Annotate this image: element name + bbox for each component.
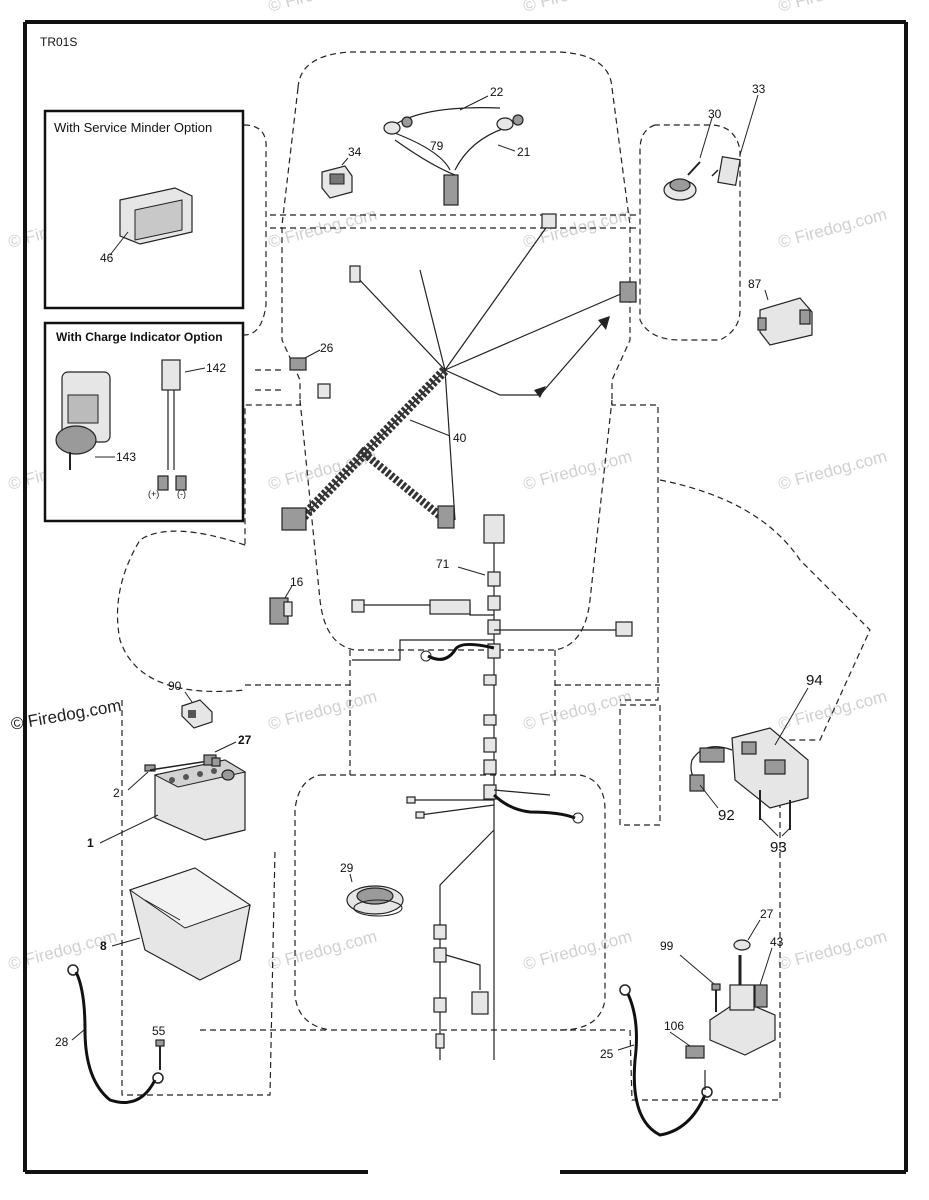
battery-tray-8 [128,867,252,981]
bolt-55 [155,1039,165,1070]
diagram-border [23,20,908,1174]
part-33 [711,155,741,187]
bolt-99 [711,983,721,1012]
charge-indicator-title: With Charge Indicator Option [56,330,223,344]
relay-16 [269,597,293,625]
part-label-28: 28 [55,1035,69,1049]
part-label-8: 8 [100,939,107,953]
part-label-26: 26 [320,341,334,355]
service-minder-title: With Service Minder Option [54,120,212,135]
part-label-142: 142 [206,361,226,375]
charge-indicator-gauge [55,371,111,470]
part-label-30: 30 [708,107,722,121]
part-label-16: 16 [290,575,304,589]
part-label-25: 25 [600,1047,614,1061]
watermark-text: © Firedog.com [521,205,634,252]
terminal-minus-label: (-) [177,489,186,499]
part-label-40: 40 [453,431,467,445]
part-label-143: 143 [116,450,136,464]
solenoid-43 [709,939,776,1056]
part-label-55: 55 [152,1024,166,1038]
watermark-text: © Firedog.com [266,927,379,974]
terminal-plus-label: (+) [148,489,159,499]
part-label-2: 2 [113,786,120,800]
part-label-106: 106 [664,1019,684,1033]
fuse-26 [289,357,307,371]
part-label-99: 99 [660,939,674,953]
watermark-text: © Firedog.com [776,447,889,494]
part-label-21: 21 [517,145,531,159]
part-label-93: 93 [770,839,787,856]
part-label-27b: 27 [760,907,774,921]
switch-87 [757,297,813,346]
part-label-29: 29 [340,861,354,875]
part-label-43: 43 [770,935,784,949]
part-label-87: 87 [748,277,762,291]
watermark-text: © Firedog.com [521,927,634,974]
watermark-text: © Firedog.com [776,687,889,734]
battery-1 [144,754,247,841]
part-90 [181,699,213,729]
charge-indicator-harness [157,359,187,491]
watermark-text: © Firedog.com [521,0,634,16]
part-label-79: 79 [430,139,444,153]
part-label-94: 94 [806,672,823,689]
headlight-harness [383,107,524,206]
switch-34 [321,165,353,199]
part-label-27a: 27 [238,733,252,747]
part-label-92: 92 [718,807,735,824]
charge-indicator-option-box: With Charge Indicator Option 143 142 (+)… [43,321,245,523]
service-minder-part [119,187,193,245]
cable-25 [619,984,713,1137]
part-label-46: 46 [100,251,114,265]
watermark-text: © Firedog.com [266,687,379,734]
main-wiring-harness-40 [281,213,637,531]
ground-cable-28 [67,964,164,1104]
service-minder-option-box: With Service Minder Option 46 [43,109,245,310]
watermark-text: © Firedog.com [776,205,889,252]
connector-details [406,796,425,819]
diagram-id: TR01S [40,35,77,49]
tractor-outline [116,51,871,1101]
part-106 [685,1045,705,1059]
part-label-1: 1 [87,836,94,850]
harness-71 [351,514,633,1060]
watermark-text: © Firedog.com [776,0,889,16]
watermark-text: © Firedog.com [776,927,889,974]
part-label-33: 33 [752,82,766,96]
watermark-text: © Firedog.com [521,447,634,494]
part-label-71: 71 [436,557,450,571]
watermark-text: © Firedog.com [266,0,379,16]
ignition-switch-30 [663,161,701,201]
part-label-22: 22 [490,85,504,99]
part-label-90: 90 [168,679,182,693]
assembly-94 [689,727,809,830]
part-label-34: 34 [348,145,362,159]
part-29 [346,885,404,917]
watermark-text: © Firedog.com [521,687,634,734]
